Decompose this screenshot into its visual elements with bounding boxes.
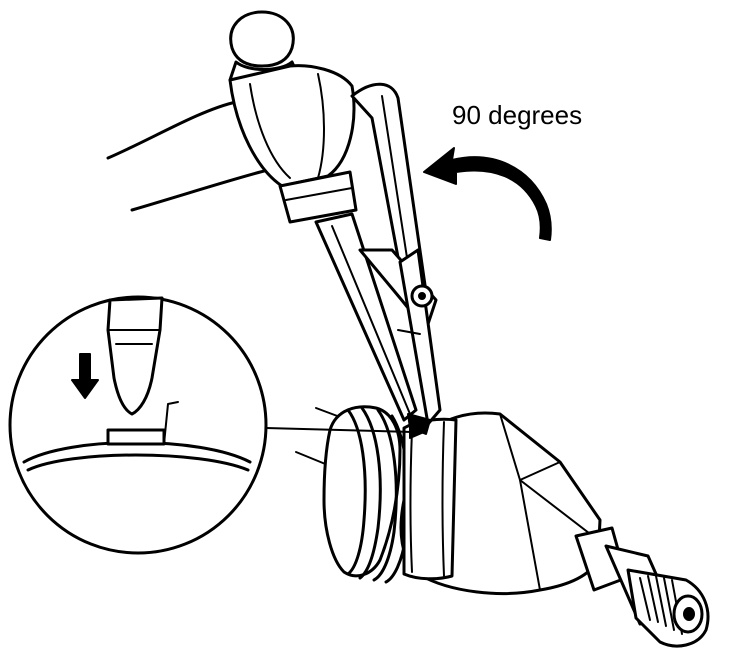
magnifier-callout xyxy=(8,295,425,555)
cv-joint-housing xyxy=(295,405,710,648)
pliers-icon xyxy=(314,212,442,435)
hand-outline xyxy=(106,100,270,212)
rotation-label: 90 degrees xyxy=(452,100,583,130)
curved-arrow-icon xyxy=(423,147,552,241)
arrow-down-icon xyxy=(71,353,99,399)
hammer-icon xyxy=(228,10,428,302)
